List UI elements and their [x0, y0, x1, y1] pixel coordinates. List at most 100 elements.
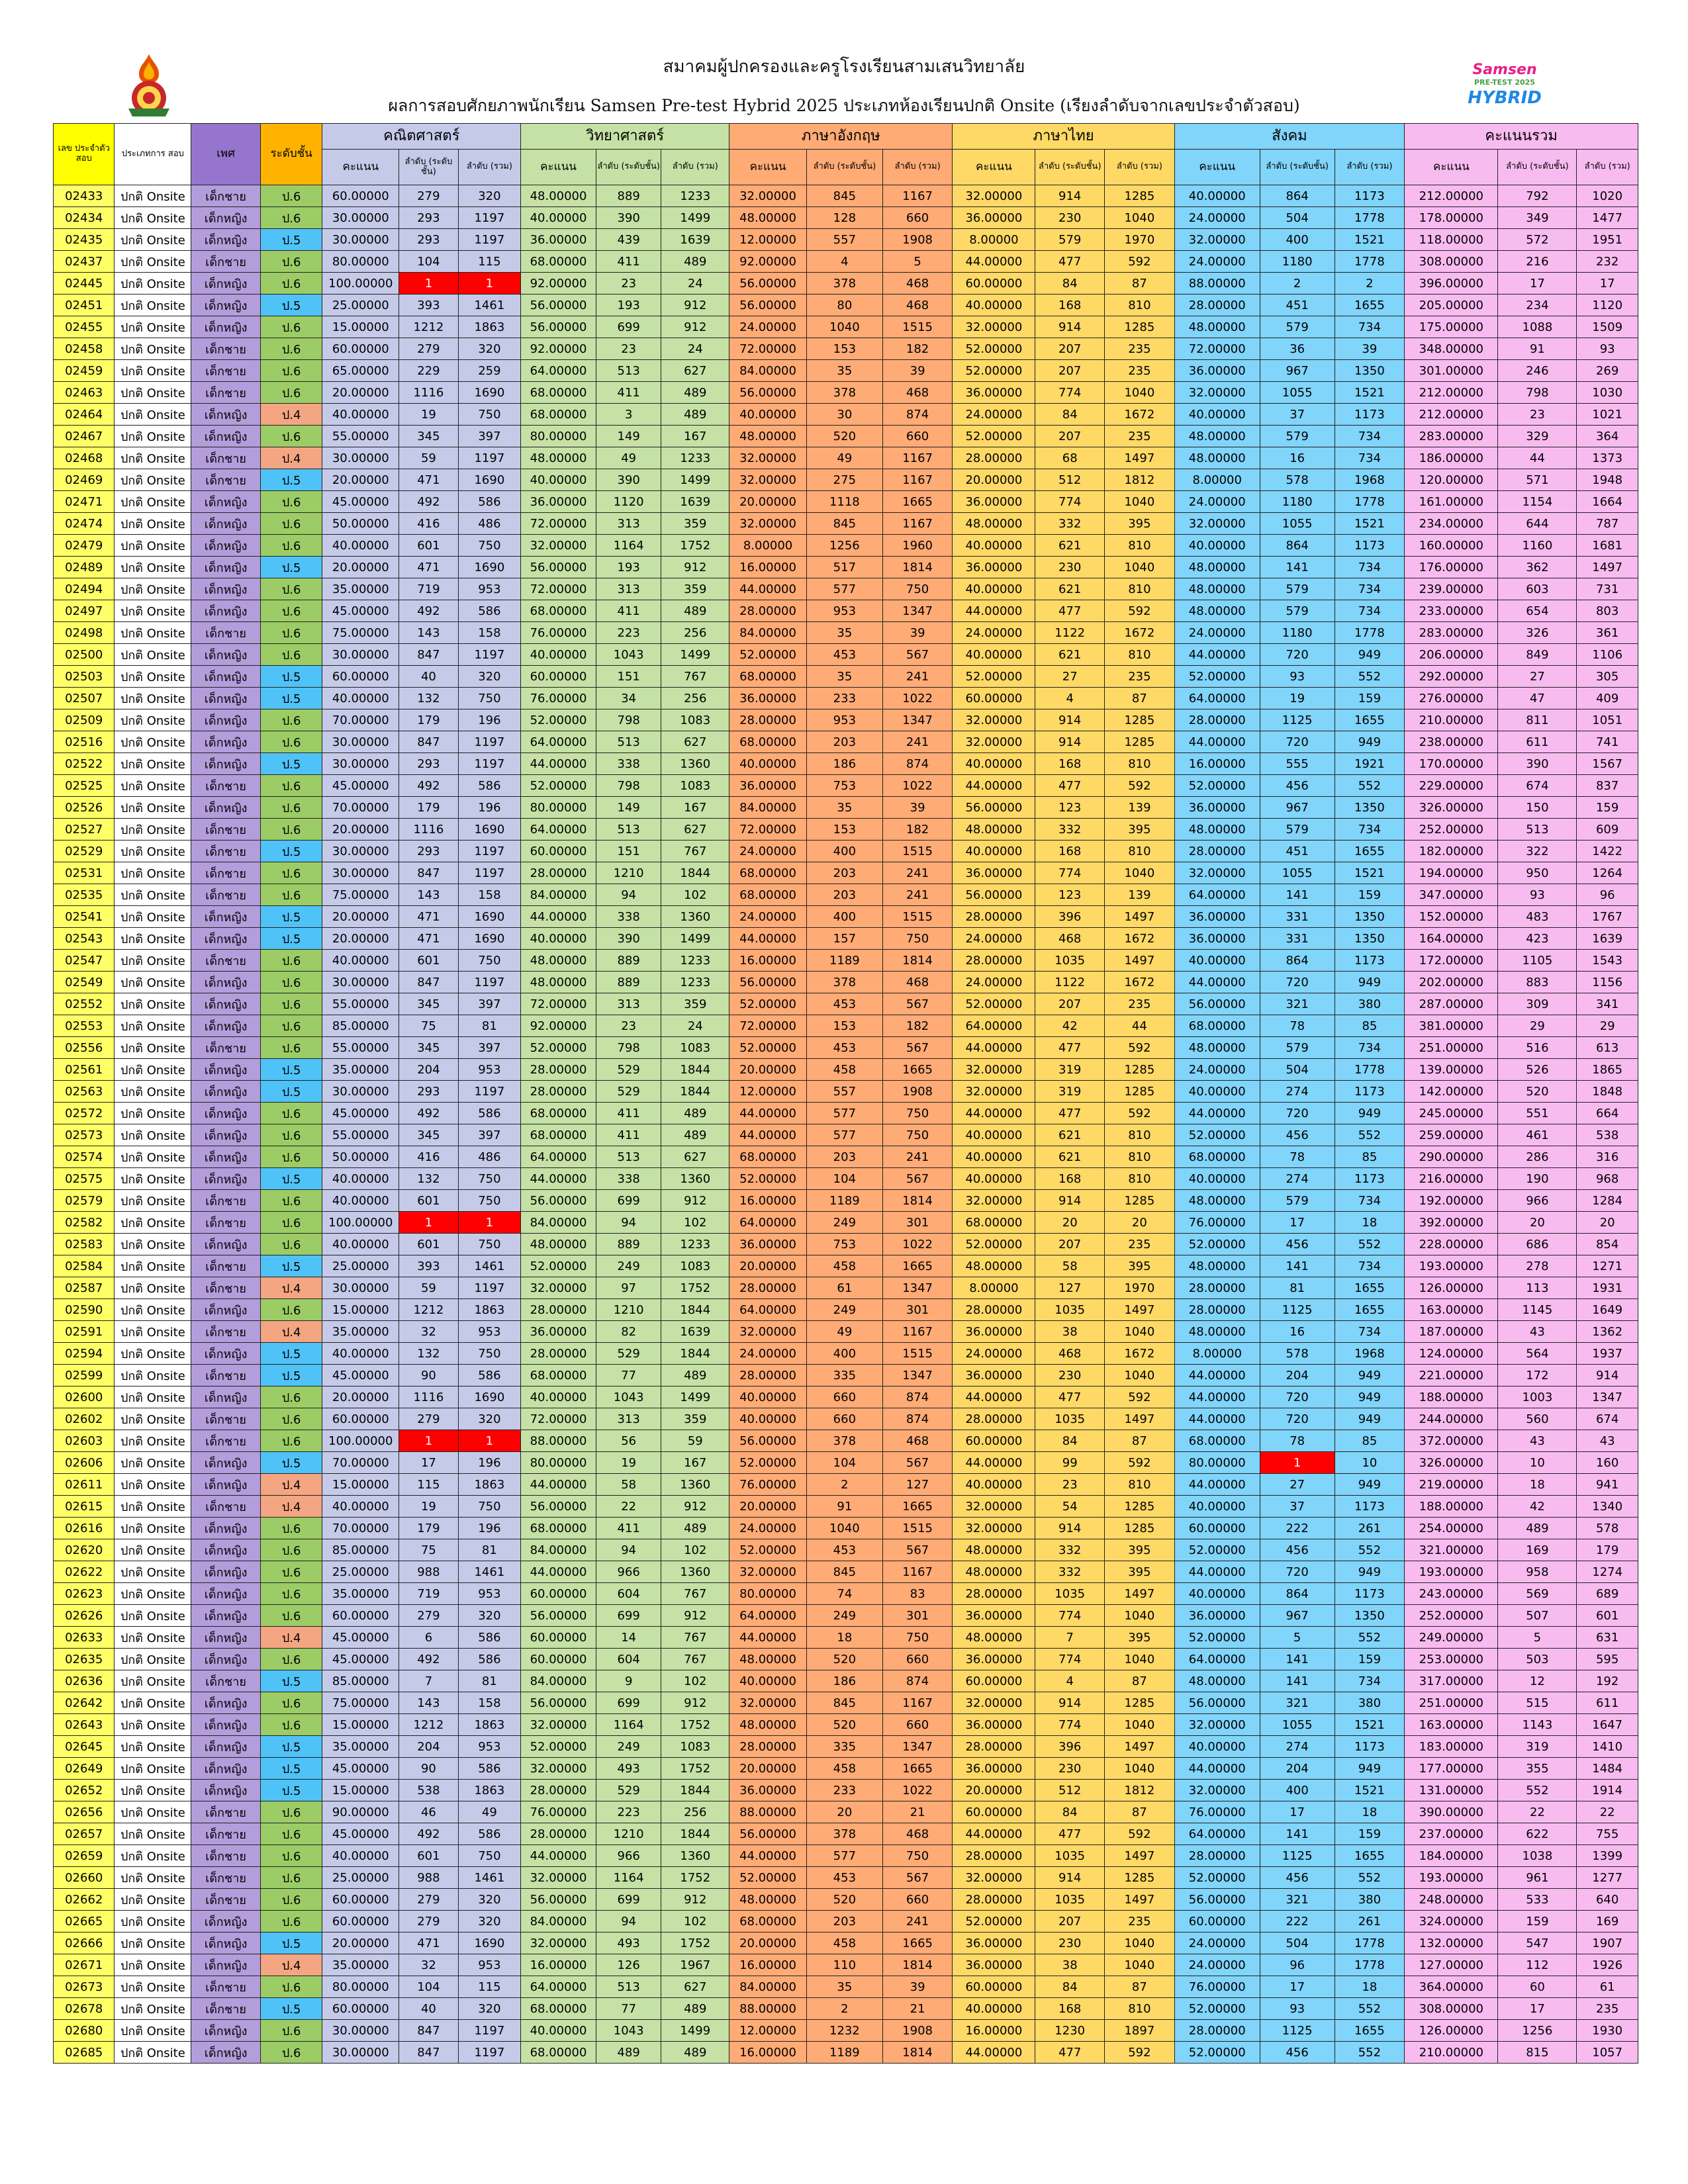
- cell-thai-rank-all: 1285: [1104, 1080, 1175, 1103]
- cell-sex: เด็กหญิง: [191, 1517, 261, 1539]
- cell-sex: เด็กชาย: [191, 1430, 261, 1452]
- cell-tot-rank-level: 507: [1497, 1604, 1577, 1627]
- cell-thai-rank-all: 592: [1104, 1823, 1175, 1845]
- cell-math-rank-all: 750: [457, 1189, 522, 1212]
- cell-math-rank-level: 1212: [399, 1298, 459, 1321]
- cell-tot-score: 326.00000: [1404, 1451, 1499, 1474]
- cell-tot-rank-all: 29: [1576, 1015, 1638, 1037]
- cell-sci-rank-all: 1844: [661, 1342, 730, 1365]
- cell-tot-score: 172.00000: [1404, 949, 1499, 972]
- cell-math-rank-all: 1197: [457, 731, 522, 753]
- cell-soc-score: 36.00000: [1174, 1604, 1260, 1627]
- header-eng-rank-all: ลำดับ (รวม): [882, 149, 953, 185]
- cell-exam-id: 02665: [52, 1910, 115, 1933]
- cell-soc-rank-all: 949: [1334, 971, 1405, 993]
- cell-eng-score: 52.00000: [729, 1036, 807, 1059]
- cell-math-rank-all: 750: [457, 687, 522, 709]
- cell-sci-score: 40.00000: [520, 2019, 596, 2042]
- cell-math-score: 100.00000: [322, 1211, 400, 1234]
- cell-sex: เด็กชาย: [191, 1189, 261, 1212]
- cell-thai-score: 32.00000: [952, 709, 1036, 731]
- header-math-rank-all: ลำดับ (รวม): [457, 149, 522, 185]
- cell-tot-rank-all: 341: [1576, 993, 1638, 1015]
- cell-sex: เด็กชาย: [191, 774, 261, 797]
- cell-thai-rank-all: 1672: [1104, 621, 1175, 644]
- cell-level: ป.6: [259, 709, 323, 731]
- cell-exam-id: 02656: [52, 1801, 115, 1823]
- cell-tot-score: 283.00000: [1404, 425, 1499, 447]
- cell-thai-score: 40.00000: [952, 534, 1036, 557]
- cell-thai-rank-all: 1040: [1104, 556, 1175, 578]
- cell-exam-id: 02652: [52, 1779, 115, 1801]
- cell-tot-score: 132.00000: [1404, 1932, 1499, 1954]
- cell-tot-rank-all: 235: [1576, 1997, 1638, 2020]
- cell-eng-rank-level: 453: [806, 993, 883, 1015]
- cell-thai-rank-level: 168: [1035, 1997, 1105, 2020]
- cell-exam-type: ปกติ Onsite: [114, 1255, 192, 1277]
- cell-thai-rank-all: 395: [1104, 818, 1175, 841]
- cell-math-rank-all: 586: [457, 600, 522, 622]
- cell-eng-score: 16.00000: [729, 556, 807, 578]
- cell-eng-rank-level: 845: [806, 1561, 883, 1583]
- cell-sex: เด็กหญิง: [191, 1102, 261, 1124]
- cell-tot-rank-level: 286: [1497, 1146, 1577, 1168]
- cell-sci-score: 68.00000: [520, 1102, 596, 1124]
- cell-soc-rank-all: 1173: [1334, 949, 1405, 972]
- cell-exam-id: 02552: [52, 993, 115, 1015]
- cell-exam-id: 02500: [52, 643, 115, 666]
- cell-thai-score: 32.00000: [952, 1058, 1036, 1081]
- cell-eng-score: 56.00000: [729, 272, 807, 295]
- cell-sci-score: 32.00000: [520, 1932, 596, 1954]
- cell-thai-score: 32.00000: [952, 1692, 1036, 1714]
- cell-sci-rank-all: 912: [661, 1495, 730, 1518]
- cell-eng-score: 52.00000: [729, 1167, 807, 1190]
- cell-exam-id: 02678: [52, 1997, 115, 2020]
- cell-thai-score: 60.00000: [952, 687, 1036, 709]
- cell-soc-rank-level: 456: [1259, 2041, 1335, 2064]
- cell-math-rank-all: 1461: [457, 294, 522, 316]
- cell-sci-score: 44.00000: [520, 1561, 596, 1583]
- cell-soc-score: 44.00000: [1174, 1561, 1260, 1583]
- cell-thai-score: 44.00000: [952, 600, 1036, 622]
- cell-thai-rank-all: 1497: [1104, 1888, 1175, 1911]
- cell-exam-type: ปกติ Onsite: [114, 381, 192, 404]
- cell-sci-rank-level: 1164: [595, 534, 662, 557]
- cell-math-rank-level: 345: [399, 425, 459, 447]
- cell-eng-score: 28.00000: [729, 1364, 807, 1387]
- cell-exam-type: ปกติ Onsite: [114, 359, 192, 382]
- cell-math-score: 20.00000: [322, 469, 400, 491]
- cell-eng-rank-all: 21: [882, 1801, 953, 1823]
- cell-eng-score: 56.00000: [729, 1823, 807, 1845]
- header-group-total: คะแนนรวม: [1404, 123, 1638, 150]
- cell-eng-score: 32.00000: [729, 185, 807, 207]
- cell-exam-id: 02509: [52, 709, 115, 731]
- cell-sci-score: 64.00000: [520, 1146, 596, 1168]
- cell-soc-rank-level: 1055: [1259, 862, 1335, 884]
- cell-eng-rank-all: 1167: [882, 447, 953, 469]
- cell-sci-rank-level: 23: [595, 272, 662, 295]
- cell-eng-rank-all: 1814: [882, 1189, 953, 1212]
- cell-tot-rank-level: 1256: [1497, 2019, 1577, 2042]
- cell-eng-rank-all: 468: [882, 1430, 953, 1452]
- cell-sci-rank-level: 699: [595, 1888, 662, 1911]
- cell-exam-type: ปกติ Onsite: [114, 1167, 192, 1190]
- cell-sci-rank-level: 94: [595, 1211, 662, 1234]
- cell-eng-score: 84.00000: [729, 621, 807, 644]
- cell-soc-rank-all: 18: [1334, 1976, 1405, 1998]
- cell-math-score: 40.00000: [322, 1233, 400, 1255]
- cell-soc-rank-all: 552: [1334, 665, 1405, 688]
- cell-thai-rank-level: 477: [1035, 600, 1105, 622]
- cell-tot-rank-all: 316: [1576, 1146, 1638, 1168]
- cell-level: ป.6: [259, 578, 323, 600]
- cell-sex: เด็กชาย: [191, 1255, 261, 1277]
- cell-soc-score: 44.00000: [1174, 1364, 1260, 1387]
- cell-eng-rank-level: 49: [806, 447, 883, 469]
- cell-sci-rank-level: 149: [595, 425, 662, 447]
- cell-math-rank-all: 1197: [457, 206, 522, 229]
